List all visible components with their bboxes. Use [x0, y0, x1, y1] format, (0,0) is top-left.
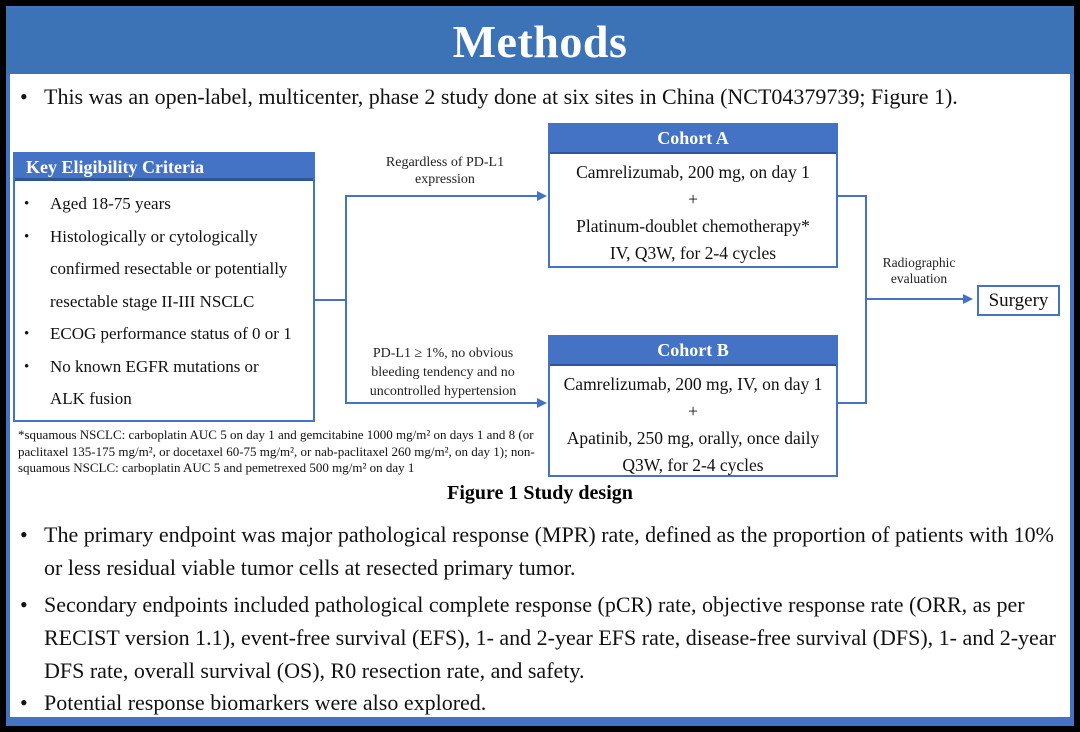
bullet-text: Secondary endpoints included pathologica…: [44, 592, 1056, 683]
connector-line: [838, 402, 867, 404]
cohort-b-line: +: [688, 401, 698, 421]
eligibility-row: ALK fusion: [24, 383, 309, 416]
eligibility-text: Histologically or cytologically: [50, 226, 258, 246]
bullet-marker: •: [20, 522, 28, 547]
cohort-a-body: Camrelizumab, 200 mg, on day 1 + Platinu…: [550, 154, 836, 267]
arrowhead-icon: [537, 398, 547, 408]
bullet-text: Potential response biomarkers were also …: [44, 690, 487, 715]
cohort-b-title: Cohort B: [550, 337, 836, 366]
branch-label-line: expression: [415, 172, 475, 187]
slide-title-bar: Methods: [6, 8, 1074, 74]
branch-label-pdl1-any: Regardless of PD-L1 expression: [360, 154, 530, 188]
cohort-a-title: Cohort A: [550, 125, 836, 154]
eligibility-row: • No known EGFR mutations or: [24, 351, 309, 384]
radiographic-label-line: Radiographic: [882, 255, 956, 270]
bullet-marker: •: [24, 196, 30, 212]
radiographic-label-line: evaluation: [890, 271, 948, 286]
page-title: Methods: [452, 15, 628, 67]
cohort-b-box: Cohort B Camrelizumab, 200 mg, IV, on da…: [548, 335, 838, 477]
arrowhead-icon: [963, 294, 973, 304]
eligibility-criteria-box: Key Eligibility Criteria • Aged 18-75 yea…: [13, 152, 315, 422]
surgery-box: Surgery: [977, 285, 1060, 316]
eligibility-row: resectable stage II-III NSCLC: [24, 286, 309, 319]
cohort-a-line: Platinum-doublet chemotherapy*: [576, 216, 810, 236]
intro-bullet: • This was an open-label, multicenter, p…: [20, 80, 1060, 113]
branch-label-line: Regardless of PD-L1: [385, 155, 505, 170]
secondary-endpoints-bullet: • Secondary endpoints included pathologi…: [20, 588, 1060, 687]
arrowhead-icon: [537, 191, 547, 201]
cohort-b-line: Q3W, for 2-4 cycles: [622, 455, 764, 475]
bullet-marker: •: [20, 84, 28, 109]
connector-line: [865, 298, 964, 300]
cohort-b-line: Apatinib, 250 mg, orally, once daily: [566, 428, 820, 448]
eligibility-text: resectable stage II-III NSCLC: [50, 291, 255, 311]
bullet-marker: •: [24, 358, 30, 375]
footnote-line: paclitaxel 135-175 mg/m², or docetaxel 6…: [18, 443, 535, 459]
eligibility-row: • Aged 18-75 years: [24, 188, 309, 221]
cohort-b-line: Camrelizumab, 200 mg, IV, on day 1: [563, 374, 823, 394]
cohort-a-line: IV, Q3W, for 2-4 cycles: [609, 243, 777, 263]
bullet-marker: •: [20, 690, 28, 715]
bullet-marker: [24, 286, 50, 319]
radiographic-evaluation-label: Radiographic evaluation: [868, 255, 970, 287]
connector-line: [315, 299, 346, 301]
cohort-a-line: Camrelizumab, 200 mg, on day 1: [576, 162, 810, 182]
cohort-b-body: Camrelizumab, 200 mg, IV, on day 1 + Apa…: [550, 366, 836, 479]
surgery-label: Surgery: [988, 289, 1049, 311]
bullet-marker: •: [24, 326, 30, 342]
connector-line: [838, 195, 867, 197]
chemotherapy-footnote: *squamous NSCLC: carboplatin AUC 5 on da…: [18, 427, 558, 477]
primary-endpoint-bullet: • The primary endpoint was major patholo…: [20, 518, 1060, 584]
bullet-marker: [24, 253, 50, 286]
eligibility-box-title: Key Eligibility Criteria: [15, 154, 313, 181]
figure-caption: Figure 1 Study design: [447, 482, 633, 504]
eligibility-row: • ECOG performance status of 0 or 1: [24, 318, 309, 351]
eligibility-text: confirmed resectable or potentially: [50, 259, 288, 278]
branch-label-pdl1-positive: PD-L1 ≥ 1%, no obvious bleeding tendency…: [352, 344, 534, 401]
footnote-line: *squamous NSCLC: carboplatin AUC 5 on da…: [18, 427, 534, 442]
cohort-a-box: Cohort A Camrelizumab, 200 mg, on day 1 …: [548, 123, 838, 268]
eligibility-text: ALK fusion: [50, 389, 132, 408]
eligibility-text: No known EGFR mutations or: [50, 356, 259, 376]
bullet-text: The primary endpoint was major pathologi…: [44, 522, 1054, 580]
eligibility-row: • Histologically or cytologically: [24, 221, 309, 254]
bullet-marker: [24, 383, 50, 416]
footnote-line: squamous NSCLC: carboplatin AUC 5 and pe…: [18, 460, 415, 475]
branch-label-line: bleeding tendency and no: [371, 365, 515, 380]
branch-label-line: PD-L1 ≥ 1%, no obvious: [372, 346, 514, 361]
eligibility-text: Aged 18-75 years: [50, 194, 171, 213]
connector-line: [345, 195, 347, 404]
branch-label-line: uncontrolled hypertension: [369, 384, 517, 399]
cohort-a-line: +: [688, 189, 698, 209]
biomarkers-bullet: • Potential response biomarkers were als…: [20, 686, 1060, 719]
bullet-marker: •: [24, 228, 30, 245]
connector-line: [345, 402, 537, 404]
eligibility-text: ECOG performance status of 0 or 1: [50, 324, 292, 343]
connector-line: [345, 195, 537, 197]
intro-bullet-text: This was an open-label, multicenter, pha…: [44, 84, 958, 109]
bullet-marker: •: [20, 592, 28, 617]
eligibility-row: confirmed resectable or potentially: [24, 253, 309, 286]
eligibility-box-body: • Aged 18-75 years • Histologically or cyt…: [15, 181, 313, 416]
